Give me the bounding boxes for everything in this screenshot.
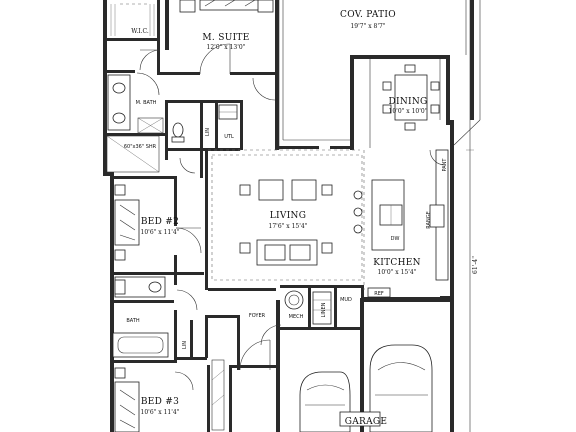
bedroom-2: BED #2 10'6" x 11'4" [114, 184, 202, 261]
foyer-label: FOYER [249, 313, 266, 319]
kitchen-label: KITCHEN [373, 258, 421, 268]
wic-label: W.I.C. [131, 28, 149, 35]
shower-area: 60"x36" SHR [106, 135, 160, 173]
m-suite-label: M. SUITE [202, 33, 249, 43]
cov-patio-label: COV. PATIO [340, 10, 396, 20]
dining-label: DINING [388, 97, 427, 107]
patio-outline [278, 0, 481, 150]
living-dim: 17'6" x 15'4" [269, 223, 308, 230]
master-bath: M. BATH [107, 72, 185, 143]
garage: GARAGE [299, 344, 433, 432]
shower-label: 60"x36" SHR [124, 144, 157, 150]
foyer: FOYER [211, 313, 271, 431]
mud-label: MUD [340, 297, 352, 303]
bath-label: BATH [126, 318, 140, 324]
linen-small-label: LIN [182, 341, 188, 349]
hall-bath: BATH LIN [112, 276, 198, 358]
garage-label: GARAGE [345, 417, 388, 427]
bed2-dim: 10'6" x 11'4" [141, 229, 180, 236]
dimension-line: 61'-4" [466, 0, 479, 432]
covered-patio: COV. PATIO 19'7" x 8'7" [340, 10, 396, 30]
bed3-dim: 10'6" x 11'4" [141, 409, 180, 416]
m-suite-dim: 12'0" x 13'0" [207, 44, 246, 51]
ref-label: REF [374, 291, 384, 297]
pantry-label: PANT [442, 158, 448, 172]
lin-label: LIN [205, 128, 211, 136]
overall-depth-label: 61'-4" [472, 256, 479, 274]
dining-dim: 10'0" x 10'0" [389, 108, 428, 115]
cov-patio-dim: 19'7" x 8'7" [350, 23, 385, 30]
bed2-label: BED #2 [141, 217, 179, 227]
living-label: LIVING [270, 211, 306, 221]
kitchen-dim: 10'0" x 15'4" [378, 269, 417, 276]
linen-utility: LIN UTL [179, 104, 238, 174]
dw-label: DW [391, 236, 400, 242]
linen-label: LINEN [321, 302, 327, 317]
master-suite: M. SUITE 12'0" x 13'0" [139, 0, 276, 101]
utl-label: UTL [224, 134, 234, 140]
dining-room: DINING 10'0" x 10'0" [369, 59, 441, 148]
kitchen: KITCHEN 10'0" x 15'4" PANT RANGE DW REF [353, 149, 449, 298]
interior-walls [107, 0, 441, 432]
mech-mud: MECH LINEN MUD [260, 290, 352, 346]
m-bath-label: M. BATH [136, 100, 157, 106]
wic-room: W.I.C. [110, 3, 155, 36]
bed3-label: BED #3 [141, 397, 179, 407]
bedroom-3: BED #3 10'6" x 11'4" [114, 367, 194, 432]
mech-label: MECH [289, 314, 304, 320]
openings [208, 149, 365, 290]
range-label: RANGE [426, 211, 432, 228]
living-room: LIVING 17'6" x 15'4" [211, 154, 363, 281]
